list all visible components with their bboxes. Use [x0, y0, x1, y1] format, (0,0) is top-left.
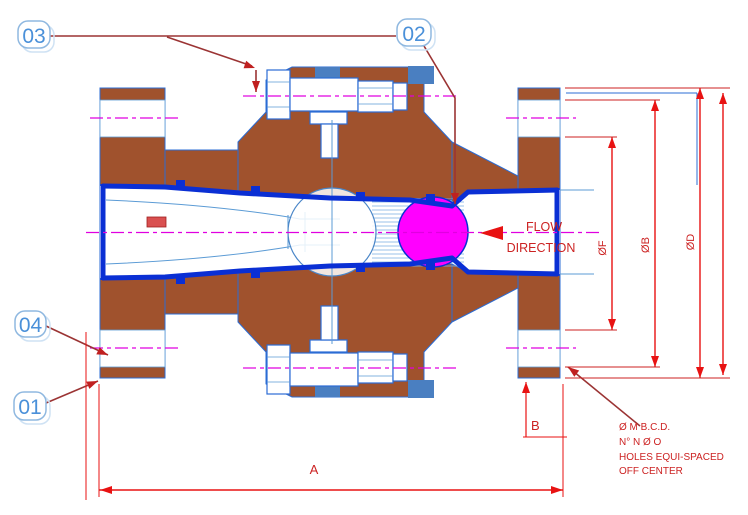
leader-note: [567, 366, 641, 427]
note-line1: Ø M B.C.D.: [619, 422, 670, 433]
steel-patch: [408, 66, 434, 84]
bolt-hex-head: [266, 69, 291, 120]
dim-A-label: A: [310, 462, 319, 477]
note-line4: OFF CENTER: [619, 466, 683, 477]
leader-arrowheads: [86, 60, 580, 389]
steel-patch: [315, 67, 340, 80]
bolt-hole-note: Ø M B.C.D. N° N Ø O HOLES EQUI-SPACED OF…: [619, 422, 724, 477]
valve-ball: [397, 196, 469, 268]
bolt-shank: [289, 77, 359, 112]
bolt-shank: [289, 352, 359, 387]
bolt-hex-head: [266, 344, 291, 395]
stem-shaft: [320, 123, 339, 159]
balloon-leaders: [45, 35, 641, 427]
seat-seal-ring: [146, 216, 167, 228]
steel-patch: [315, 384, 340, 397]
blue-extension-line: [566, 92, 698, 185]
centerlines: [86, 95, 600, 369]
note-line2: N° N Ø O: [619, 437, 662, 448]
leader-04: [45, 325, 109, 356]
balloon-01-label: 01: [18, 396, 41, 419]
dim-diaF-label: ØF: [597, 240, 609, 256]
note-line3: HOLES EQUI-SPACED: [619, 452, 724, 463]
leader-02: [423, 45, 456, 204]
stem-flange: [309, 339, 348, 353]
balloon-03: 03: [17, 20, 55, 53]
dim-diaD-label: ØD: [685, 234, 697, 251]
flow-label-line2: DIRECTION: [507, 241, 576, 255]
dimension-arrowheads: [100, 88, 727, 494]
flow-direction-arrow: [480, 226, 503, 240]
stem-flange: [309, 111, 348, 125]
balloon-04-label: 04: [19, 314, 43, 337]
leader-03: [166, 36, 253, 67]
balloon-02-label: 02: [402, 23, 425, 46]
dim-B-label: B: [531, 418, 540, 433]
balloon-01: 01: [13, 391, 51, 425]
dimension-lines: [85, 87, 730, 500]
liner-teeth: [176, 180, 435, 284]
flow-label-line1: FLOW: [526, 220, 562, 234]
balloon-03-label: 03: [22, 25, 45, 48]
top-bolt-assembly: [266, 66, 434, 159]
balloon-04: 04: [14, 310, 51, 342]
pipe-bore-lines: [560, 189, 594, 275]
steel-patch: [408, 380, 434, 398]
dim-diaB-label: ØB: [640, 237, 652, 253]
balloon-02: 02: [396, 18, 436, 51]
stem-shaft: [320, 305, 339, 341]
